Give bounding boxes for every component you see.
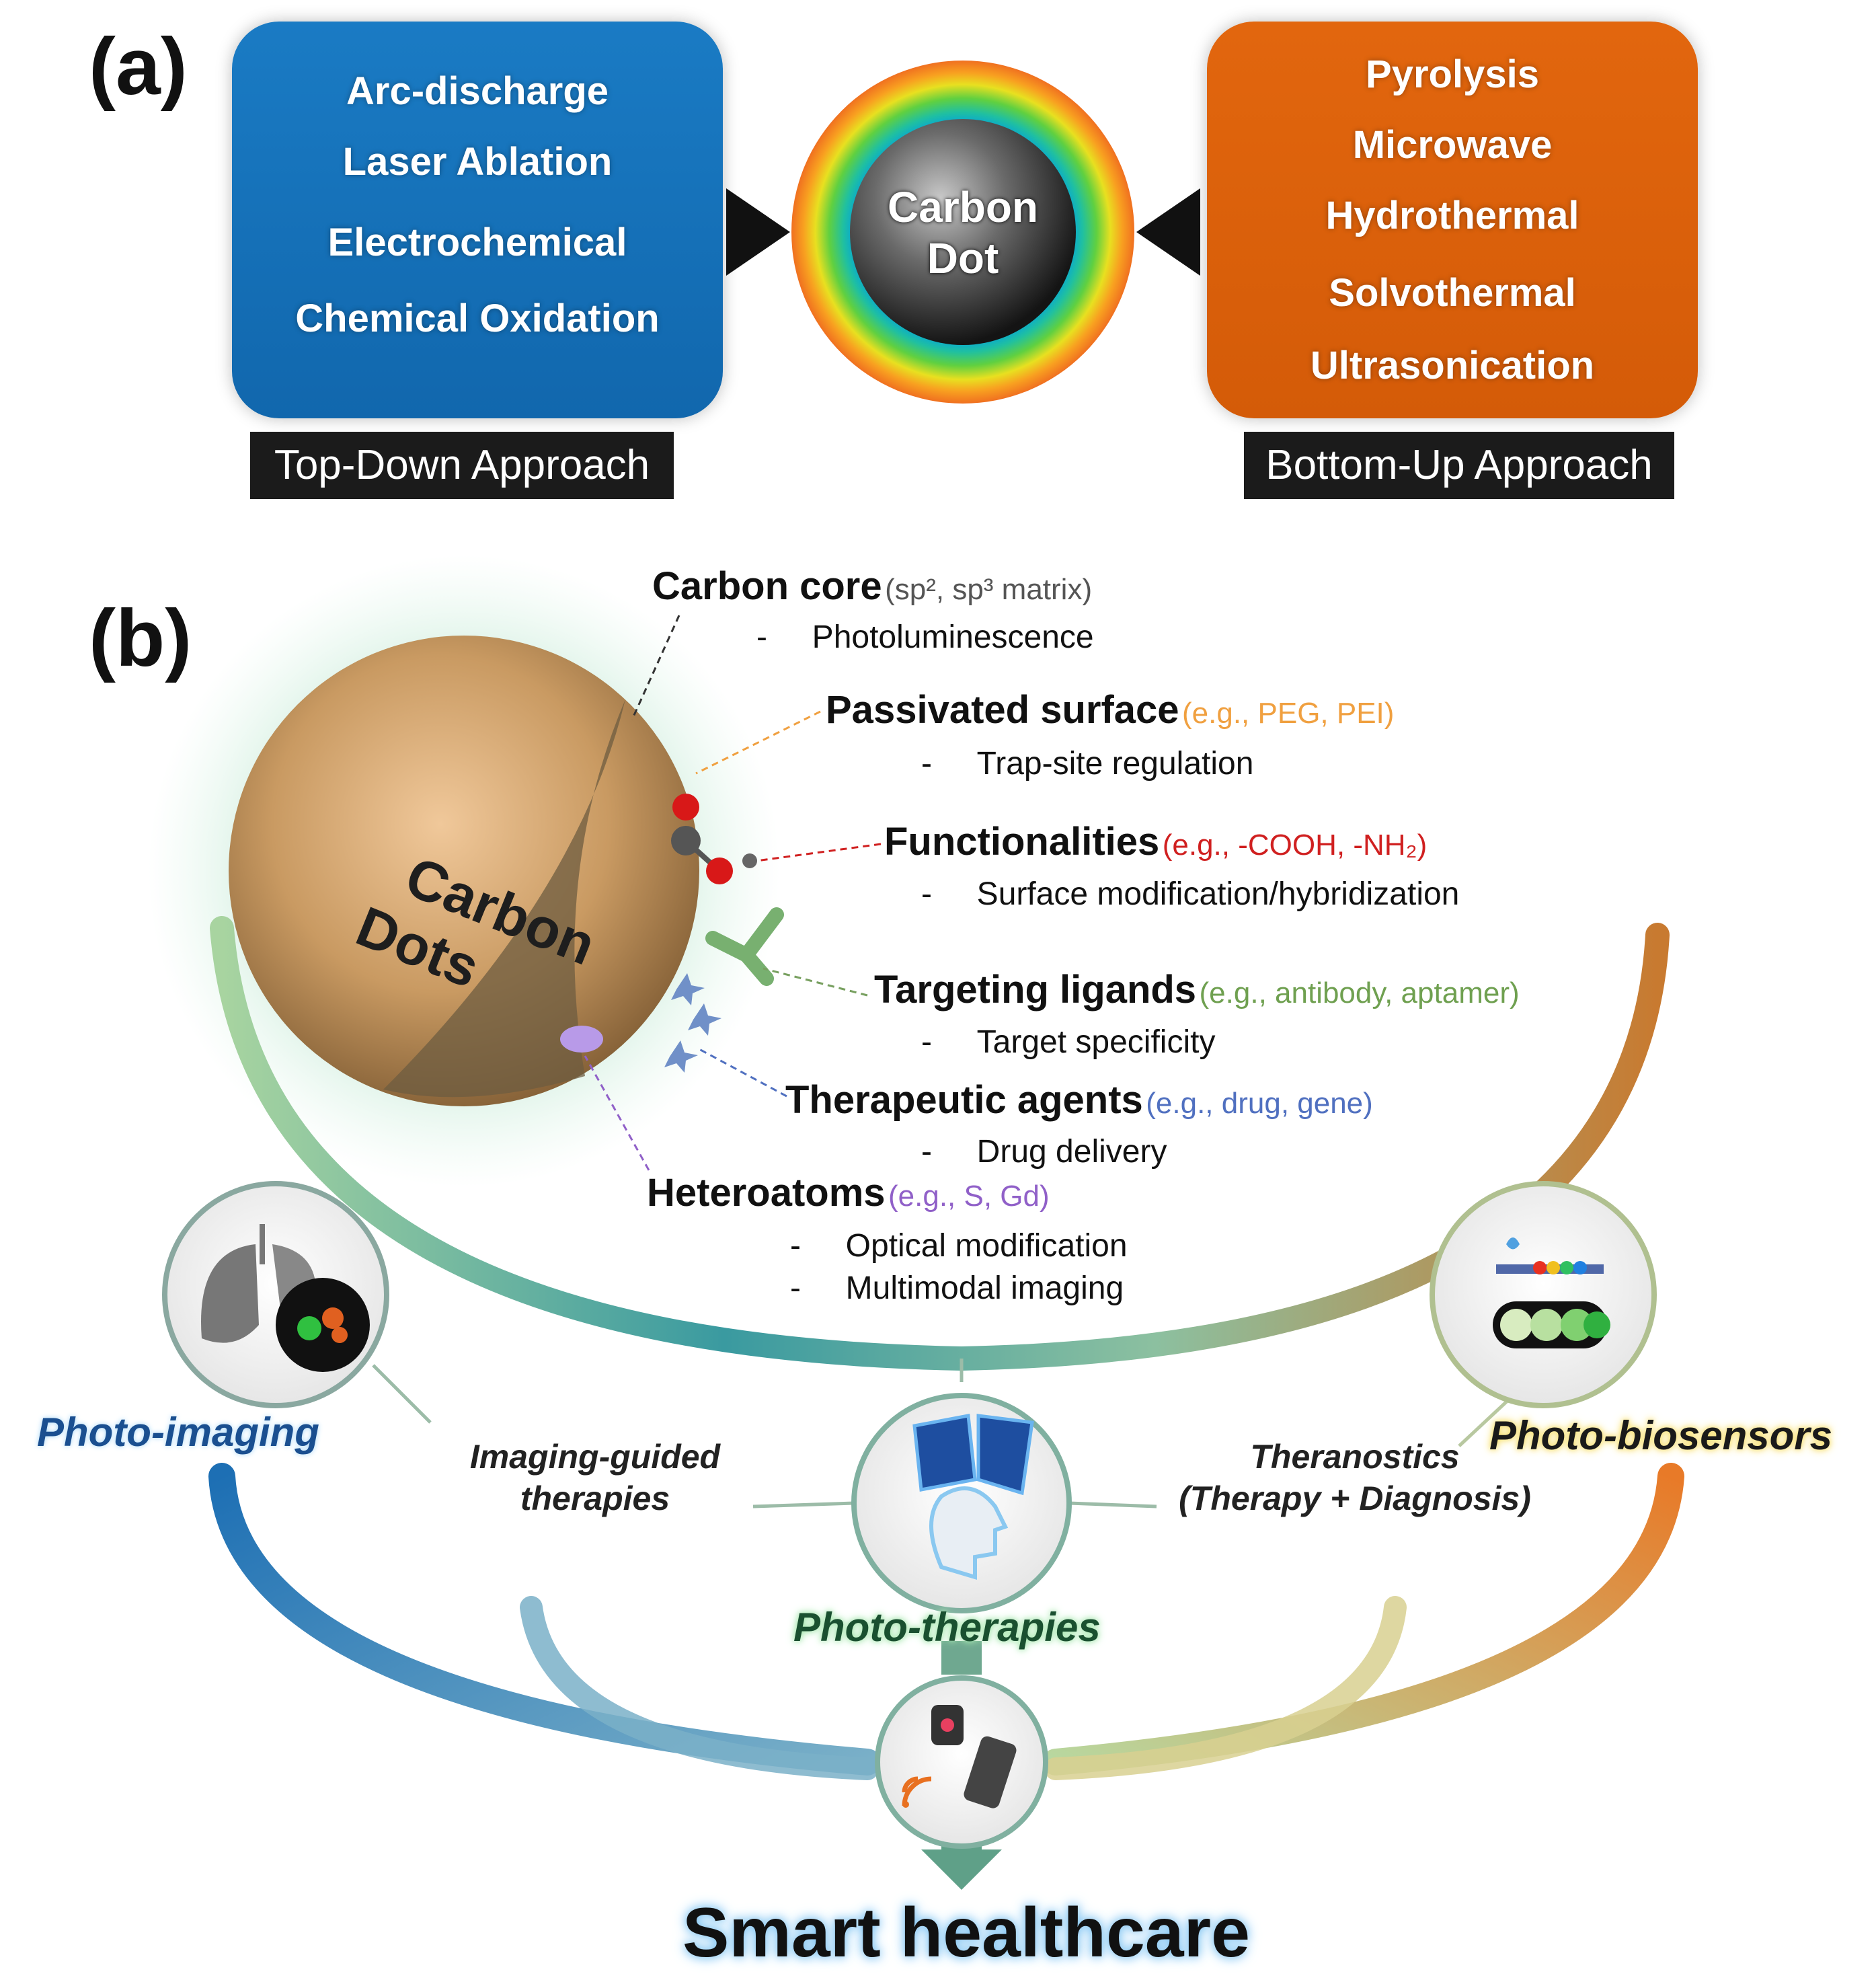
feature-carbon-core: Carbon core (sp², sp³ matrix)	[652, 564, 1092, 609]
feature-example: (e.g., S, Gd)	[888, 1180, 1050, 1213]
top-down-methods-box: Arc-discharge Laser Ablation Electrochem…	[232, 22, 723, 418]
panel-b-label: (b)	[89, 593, 192, 683]
feature-passivated-surface: Passivated surface (e.g., PEG, PEI)	[826, 687, 1394, 732]
feature-detail: - Drug delivery	[921, 1133, 1167, 1170]
smart-healthcare-title: Smart healthcare	[682, 1894, 1250, 1972]
bottom-up-method: Hydrothermal	[1325, 194, 1579, 237]
feature-example: (sp², sp³ matrix)	[885, 573, 1093, 606]
feature-detail: - Target specificity	[921, 1024, 1215, 1061]
detail-bullet: -	[790, 1228, 801, 1264]
feature-title: Therapeutic agents	[785, 1078, 1143, 1122]
bottom-up-methods-box: Pyrolysis Microwave Hydrothermal Solvoth…	[1207, 22, 1698, 418]
feature-therapeutic-agents: Therapeutic agents (e.g., drug, gene)	[785, 1077, 1373, 1122]
application-arc	[210, 916, 1670, 1371]
feature-example: (e.g., -COOH, -NH₂)	[1162, 829, 1428, 862]
bottom-up-method: Solvothermal	[1329, 271, 1576, 315]
theranostics-label: Theranostics (Therapy + Diagnosis)	[1160, 1436, 1550, 1519]
feature-detail: - Optical modification	[790, 1227, 1128, 1264]
note-line: Imaging-guided	[469, 1438, 721, 1476]
feature-example: (e.g., antibody, aptamer)	[1199, 977, 1520, 1009]
feature-title: Targeting ligands	[874, 968, 1197, 1012]
detail-text: Multimodal imaging	[845, 1270, 1124, 1306]
panel-a-label: (a)	[89, 22, 188, 112]
note-line: (Therapy + Diagnosis)	[1179, 1480, 1531, 1517]
lungs-icon	[162, 1181, 389, 1408]
imaging-guided-therapies-label: Imaging-guided therapies	[447, 1436, 743, 1519]
feature-example: (e.g., drug, gene)	[1146, 1087, 1373, 1120]
carbon-dot-line2: Dot	[927, 234, 999, 282]
feature-functionalities: Functionalities (e.g., -COOH, -NH₂)	[884, 819, 1427, 864]
head-therapy-icon	[851, 1393, 1072, 1613]
feature-example: (e.g., PEG, PEI)	[1182, 697, 1395, 730]
top-down-method: Electrochemical	[327, 221, 627, 264]
feature-title: Carbon core	[652, 564, 882, 608]
down-arrow-icon	[921, 1849, 1002, 1890]
bottom-up-method: Pyrolysis	[1366, 52, 1539, 96]
photo-therapies-label: Photo-therapies	[793, 1605, 1101, 1650]
feature-title: Passivated surface	[826, 688, 1179, 732]
detail-bullet: -	[921, 746, 932, 781]
arrow-right-icon	[726, 188, 790, 276]
feature-heteroatoms: Heteroatoms (e.g., S, Gd)	[647, 1170, 1050, 1215]
smartwatch-phone-icon	[875, 1675, 1048, 1849]
carbon-dot-line1: Carbon	[888, 183, 1038, 231]
carbon-dot-label: Carbon Dot	[855, 182, 1070, 284]
arrow-left-icon	[1136, 188, 1200, 276]
photo-biosensors-label: Photo-biosensors	[1489, 1413, 1833, 1458]
top-down-method: Chemical Oxidation	[295, 297, 660, 340]
detail-text: Trap-site regulation	[976, 746, 1254, 781]
detail-bullet: -	[921, 876, 932, 912]
feature-targeting-ligands: Targeting ligands (e.g., antibody, aptam…	[874, 967, 1520, 1012]
top-down-method: Laser Ablation	[342, 140, 613, 184]
bottom-up-method: Ultrasonication	[1310, 344, 1595, 387]
photo-imaging-label: Photo-imaging	[37, 1410, 319, 1455]
detail-text: Surface modification/hybridization	[976, 876, 1460, 912]
carbon-dots-sphere	[229, 636, 699, 1106]
top-down-tag: Top-Down Approach	[250, 432, 674, 499]
feature-detail: - Trap-site regulation	[921, 745, 1253, 782]
feature-title: Functionalities	[884, 820, 1160, 864]
detail-bullet: -	[756, 619, 767, 655]
feature-detail: - Photoluminescence	[756, 619, 1094, 656]
bottom-up-method: Microwave	[1352, 123, 1553, 167]
detail-text: Photoluminescence	[812, 619, 1094, 655]
bottom-up-tag: Bottom-Up Approach	[1244, 432, 1674, 499]
feature-detail: - Surface modification/hybridization	[921, 876, 1459, 913]
carbon-dot-core	[850, 119, 1076, 345]
detail-bullet: -	[921, 1024, 932, 1060]
feature-title: Heteroatoms	[647, 1171, 886, 1215]
detail-text: Target specificity	[976, 1024, 1216, 1060]
note-line: Theranostics	[1250, 1438, 1460, 1476]
feature-detail: - Multimodal imaging	[790, 1270, 1124, 1307]
top-down-method: Arc-discharge	[346, 69, 609, 113]
detail-text: Optical modification	[845, 1228, 1128, 1264]
note-line: therapies	[520, 1480, 670, 1517]
diagnostic-strip-icon	[1430, 1181, 1657, 1408]
detail-bullet: -	[921, 1134, 932, 1170]
detail-bullet: -	[790, 1270, 801, 1306]
detail-text: Drug delivery	[976, 1134, 1167, 1170]
